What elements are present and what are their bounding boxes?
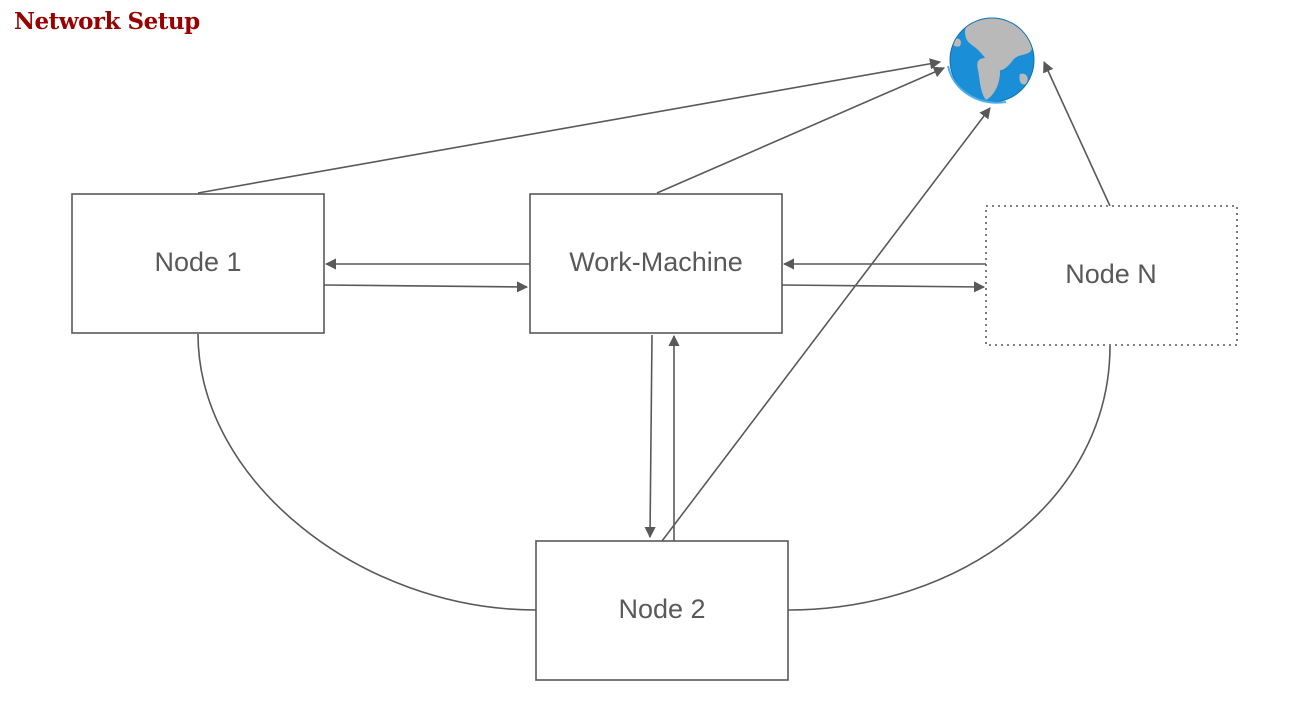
edge-work-to-internet — [656, 66, 946, 194]
work-machine-label: Work-Machine — [569, 247, 743, 277]
globe-icon — [947, 17, 1035, 104]
edge-node1-to-node2 — [197, 333, 537, 611]
edge-work-to-noden — [781, 281, 986, 293]
edge-node2-to-noden — [787, 345, 1111, 611]
work-machine-node[interactable]: Work-Machine — [529, 193, 783, 334]
node-n[interactable]: Node N — [985, 205, 1238, 346]
edge-work-to-node2 — [644, 334, 656, 539]
slide-title: Network Setup — [14, 8, 200, 35]
node-2-label: Node 2 — [618, 594, 705, 624]
edge-node1-to-internet — [197, 58, 942, 194]
edge-node1-to-work — [323, 281, 529, 293]
node-n-label: Node N — [1065, 259, 1157, 289]
node-2-box — [535, 540, 789, 681]
node-1-label: Node 1 — [154, 247, 241, 277]
edge-noden-to-internet — [1043, 60, 1111, 207]
node-1[interactable]: Node 1 — [71, 193, 325, 334]
node-1-box — [71, 193, 325, 334]
edge-node2-to-internet — [661, 107, 991, 542]
node-n-box — [985, 205, 1238, 346]
work-machine-box — [529, 193, 783, 334]
node-2[interactable]: Node 2 — [535, 540, 789, 681]
